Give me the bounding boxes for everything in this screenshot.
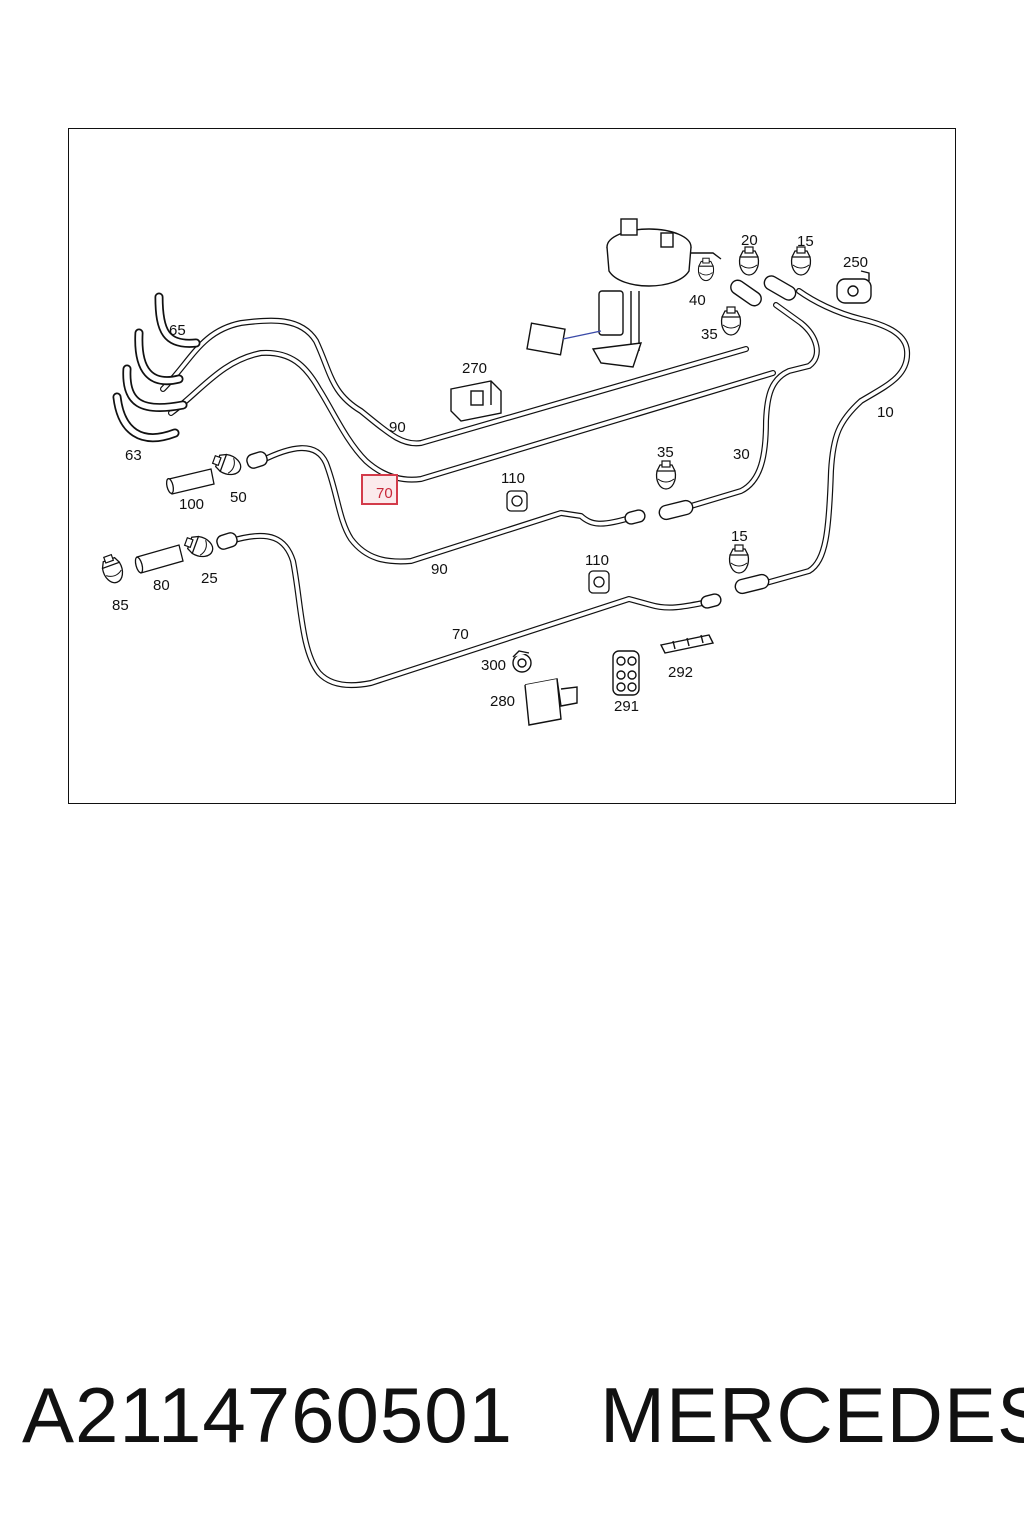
callout-25: 25	[201, 570, 218, 587]
callout-10: 10	[877, 404, 894, 421]
callout-15-top: 15	[797, 233, 814, 250]
callout-35-top: 35	[701, 326, 718, 343]
callout-40: 40	[689, 292, 706, 309]
callout-20: 20	[741, 232, 758, 249]
pipe-70-lower	[228, 532, 716, 689]
footer: A2114760501 MERCEDES	[0, 1370, 1024, 1470]
callout-250: 250	[843, 254, 868, 271]
callout-15-mid: 15	[731, 528, 748, 545]
callout-110-upper: 110	[501, 470, 525, 487]
parts-bottom	[512, 634, 715, 726]
callout-291: 291	[614, 698, 639, 715]
part-number: A2114760501	[22, 1371, 514, 1459]
callout-63: 63	[125, 447, 142, 464]
parts-diagram-frame: 10 15 15 20 25 30 35 35 40 50 63 65 70 8…	[68, 128, 956, 804]
pipe-90-lower	[258, 445, 636, 565]
callout-35-mid: 35	[657, 444, 674, 461]
callout-70-lower: 70	[452, 626, 469, 643]
callout-30: 30	[733, 446, 750, 463]
callout-90-upper: 90	[389, 419, 406, 436]
callout-70-highlighted: 70	[376, 485, 393, 502]
callout-65: 65	[169, 322, 186, 339]
hoses-63-65	[112, 292, 201, 443]
fuel-line-diagram: 10 15 15 20 25 30 35 35 40 50 63 65 70 8…	[97, 218, 911, 726]
cap-250	[836, 270, 872, 304]
callout-labels: 10 15 15 20 25 30 35 35 40 50 63 65 70 8…	[112, 232, 894, 715]
sleeves	[134, 468, 215, 574]
callout-85: 85	[112, 597, 129, 614]
callout-80: 80	[153, 577, 170, 594]
callout-110-lower: 110	[585, 552, 609, 569]
callout-50: 50	[230, 489, 247, 506]
brand-name: MERCEDES	[600, 1371, 1024, 1459]
fuel-pump-assembly	[526, 218, 722, 368]
pipe-90-upper	[160, 317, 749, 447]
callout-280: 280	[490, 693, 515, 710]
highlighted-callout-70[interactable]: 70	[361, 474, 398, 505]
callout-292: 292	[668, 664, 693, 681]
fuel-pipes	[160, 288, 911, 689]
grommets-110	[506, 490, 610, 594]
callout-100: 100	[179, 496, 204, 513]
callout-270: 270	[462, 360, 487, 377]
bracket-270	[450, 380, 502, 422]
pipe-connectors	[216, 275, 797, 609]
callout-300: 300	[481, 657, 506, 674]
callout-90-lower: 90	[431, 561, 448, 578]
highlight-box	[361, 474, 398, 505]
